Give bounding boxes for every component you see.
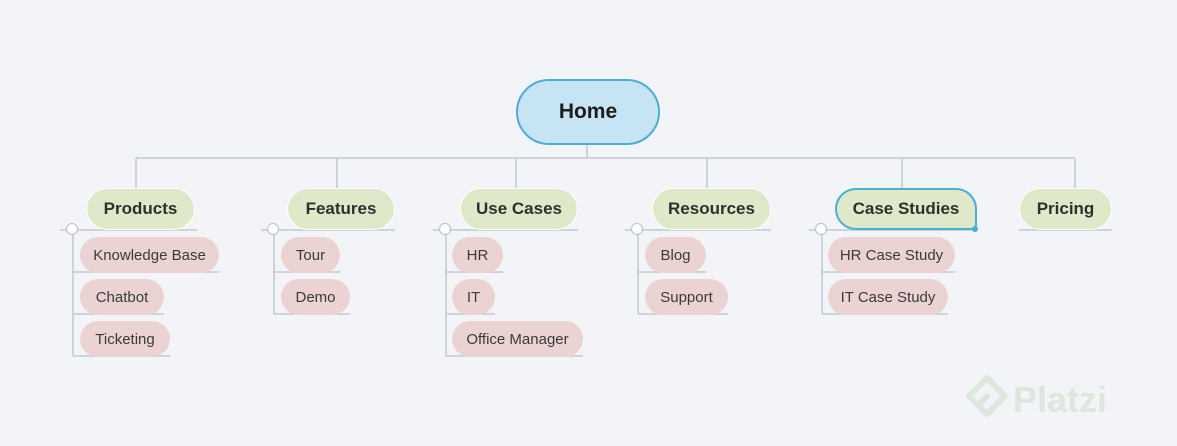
child-node[interactable]: Blog bbox=[645, 237, 706, 273]
platzi-logo-icon bbox=[966, 375, 1008, 417]
child-node[interactable]: Knowledge Base bbox=[80, 237, 219, 273]
child-node[interactable]: Chatbot bbox=[80, 279, 164, 315]
child-node[interactable]: Tour bbox=[281, 237, 340, 273]
child-node[interactable]: Office Manager bbox=[452, 321, 583, 357]
collapse-toggle-icon[interactable] bbox=[66, 223, 78, 235]
category-node-selected[interactable]: Case Studies bbox=[835, 188, 977, 230]
child-node[interactable]: HR Case Study bbox=[828, 237, 955, 273]
platzi-watermark: Platzi bbox=[965, 375, 1107, 425]
child-node[interactable]: Demo bbox=[281, 279, 350, 315]
collapse-toggle-icon[interactable] bbox=[815, 223, 827, 235]
category-node[interactable]: Pricing bbox=[1019, 188, 1112, 230]
collapse-toggle-icon[interactable] bbox=[439, 223, 451, 235]
child-node[interactable]: Ticketing bbox=[80, 321, 170, 357]
child-node[interactable]: IT bbox=[452, 279, 495, 315]
category-node[interactable]: Use Cases bbox=[460, 188, 578, 230]
collapse-toggle-icon[interactable] bbox=[267, 223, 279, 235]
child-node[interactable]: IT Case Study bbox=[828, 279, 948, 315]
watermark-text: Platzi bbox=[1013, 379, 1108, 420]
category-node[interactable]: Resources bbox=[652, 188, 771, 230]
category-node[interactable]: Products bbox=[86, 188, 195, 230]
root-node-home[interactable]: Home bbox=[516, 79, 660, 145]
category-node[interactable]: Features bbox=[287, 188, 395, 230]
child-node[interactable]: HR bbox=[452, 237, 503, 273]
selection-handle[interactable] bbox=[972, 226, 978, 232]
child-node[interactable]: Support bbox=[645, 279, 728, 315]
collapse-toggle-icon[interactable] bbox=[631, 223, 643, 235]
